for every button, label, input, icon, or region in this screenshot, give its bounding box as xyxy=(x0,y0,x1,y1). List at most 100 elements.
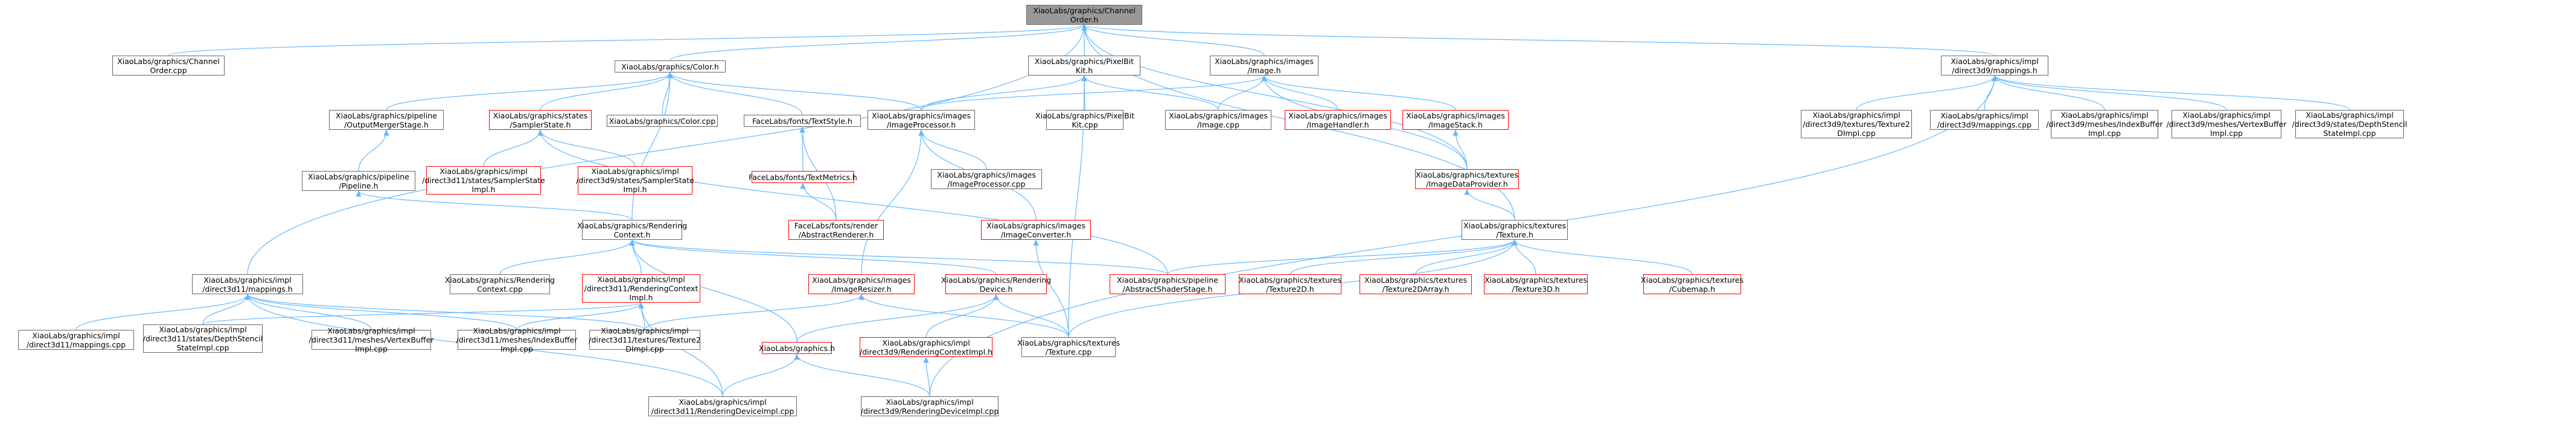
edge-image-to-root xyxy=(1081,24,1265,56)
node-label-line: XiaoLabs/graphics/impl xyxy=(473,326,561,335)
graph-node-d3d11ds[interactable]: XiaoLabs/graphics/impl/direct3d11/states… xyxy=(143,324,263,353)
edge-omstage-to-color xyxy=(386,72,673,111)
node-label-line: XiaoLabs/graphics/impl xyxy=(439,167,528,176)
node-label-line: Order.cpp xyxy=(150,65,187,75)
node-label-line: XiaoLabs/graphics/states xyxy=(493,111,588,120)
graph-node-imgstack[interactable]: XiaoLabs/graphics/images/ImageStack.h xyxy=(1402,110,1509,130)
graph-node-imgconv[interactable]: XiaoLabs/graphics/images/ImageConverter.… xyxy=(981,220,1091,240)
graph-node-d3d9ib[interactable]: XiaoLabs/graphics/impl/direct3d9/meshes/… xyxy=(2046,110,2163,138)
edge-imagecpp-to-pixelbit xyxy=(1081,75,1219,111)
edge-d3d9map-to-root xyxy=(1081,24,1995,56)
node-label-line: XiaoLabs/graphics/images xyxy=(1288,111,1387,120)
node-label-line: Impl.cpp xyxy=(2210,129,2243,138)
node-label-line: XiaoLabs/graphics/Channel xyxy=(1033,5,1136,15)
edge-texcpp-to-imgconv xyxy=(1033,239,1069,338)
graph-node-color[interactable]: XiaoLabs/graphics/Color.h xyxy=(615,60,726,72)
edge-d3d11vb-to-d3d11map xyxy=(244,294,372,330)
edge-abshader-to-texture xyxy=(1167,239,1518,275)
edge-abstractrend-to-textmetrics xyxy=(800,182,837,221)
graph-node-imghandler[interactable]: XiaoLabs/graphics/images/ImageHandler.h xyxy=(1285,110,1391,130)
graph-node-d3d11mapcpp[interactable]: XiaoLabs/graphics/impl/direct3d11/mappin… xyxy=(18,330,134,350)
edge-renddev-to-rendctx xyxy=(629,239,997,275)
node-label-line: XiaoLabs/graphics.h xyxy=(759,343,835,353)
graph-node-tex2d[interactable]: XiaoLabs/graphics/textures/Texture2D.h xyxy=(1239,274,1341,294)
edge-imghandler-to-image xyxy=(1261,75,1338,111)
graph-node-d3d9rdi[interactable]: XiaoLabs/graphics/impl/direct3d9/Renderi… xyxy=(861,396,999,416)
graph-node-d3d11map[interactable]: XiaoLabs/graphics/impl/direct3d11/mappin… xyxy=(192,274,303,294)
edge-texcpp-to-renddev xyxy=(993,294,1069,338)
node-label-line: XiaoLabs/graphics/textures xyxy=(1416,170,1518,179)
edge-abshader-to-rendctx xyxy=(629,239,1168,275)
node-label-line: XiaoLabs/graphics/images xyxy=(872,111,971,120)
graph-node-d3d11rci[interactable]: XiaoLabs/graphics/impl/direct3d11/Render… xyxy=(582,274,700,303)
edge-d3d11tex2d-to-d3d11map xyxy=(244,294,645,330)
graph-node-omstage[interactable]: XiaoLabs/graphics/pipeline/OutputMergerS… xyxy=(329,110,444,130)
graph-node-d3d11rdi[interactable]: XiaoLabs/graphics/impl/direct3d11/Render… xyxy=(648,396,797,416)
graph-node-texcpp[interactable]: XiaoLabs/graphics/textures/Texture.cpp xyxy=(1017,337,1120,357)
graph-node-d3d11ib[interactable]: XiaoLabs/graphics/impl/direct3d11/meshes… xyxy=(456,326,578,353)
edge-graphics-to-rendctx xyxy=(629,239,797,343)
graph-node-d3d9rci[interactable]: XiaoLabs/graphics/impl/direct3d9/Renderi… xyxy=(860,337,992,357)
graph-node-imgdataprov[interactable]: XiaoLabs/graphics/textures/ImageDataProv… xyxy=(1415,169,1519,189)
graph-node-abshader[interactable]: XiaoLabs/graphics/pipeline/AbstractShade… xyxy=(1110,274,1226,294)
graph-node-textstyle[interactable]: FaceLabs/fonts/TextStyle.h xyxy=(744,115,861,127)
edge-color-to-root xyxy=(670,24,1087,61)
graph-node-d3d9vb[interactable]: XiaoLabs/graphics/impl/direct3d9/meshes/… xyxy=(2167,110,2286,138)
node-label-line: XiaoLabs/graphics/impl xyxy=(2306,111,2394,120)
edge-imgdataprov-to-root xyxy=(1081,24,1468,170)
node-label-line: /OutputMergerStage.h xyxy=(344,120,429,129)
graph-node-d3d9mapcpp[interactable]: XiaoLabs/graphics/impl/direct3d9/mapping… xyxy=(1930,110,2039,130)
graph-node-abstractrend[interactable]: FaceLabs/fonts/render/AbstractRenderer.h xyxy=(788,220,884,240)
graph-node-pipeline[interactable]: XiaoLabs/graphics/pipeline/Pipeline.h xyxy=(302,171,415,191)
node-label-line: XiaoLabs/graphics/impl xyxy=(203,275,292,285)
graph-node-d3d9map[interactable]: XiaoLabs/graphics/impl/direct3d9/mapping… xyxy=(1941,56,2048,76)
node-label-line: /direct3d11/meshes/IndexBuffer xyxy=(456,335,578,344)
edge-d3d11tex2d-to-imgresizer xyxy=(644,294,865,330)
edge-d3d11ib-to-d3d11map xyxy=(244,294,517,330)
edge-d3d9vb-to-d3d9map xyxy=(1992,75,2227,111)
node-label-line: Impl.h xyxy=(471,185,496,194)
graph-node-d3d9ds[interactable]: XiaoLabs/graphics/impl/direct3d9/states/… xyxy=(2292,110,2407,138)
graph-node-d3d9tex2d[interactable]: XiaoLabs/graphics/impl/direct3d9/texture… xyxy=(1801,110,1912,138)
node-label-line: XiaoLabs/graphics/Color.h xyxy=(621,62,719,71)
edge-chancpp-to-root xyxy=(168,24,1087,56)
graph-node-cubemap[interactable]: XiaoLabs/graphics/textures/Cubemap.h xyxy=(1641,274,1743,294)
graph-node-sampler[interactable]: XiaoLabs/graphics/states/SamplerState.h xyxy=(489,110,592,130)
graph-node-image[interactable]: XiaoLabs/graphics/images/Image.h xyxy=(1210,56,1318,76)
graph-node-imagecpp[interactable]: XiaoLabs/graphics/images/Image.cpp xyxy=(1165,110,1271,130)
node-label-line: /direct3d11/mappings.cpp xyxy=(26,340,126,349)
graph-node-d3d9ss[interactable]: XiaoLabs/graphics/impl/direct3d9/states/… xyxy=(576,166,694,195)
graph-node-imgproccpp[interactable]: XiaoLabs/graphics/images/ImageProcessor.… xyxy=(931,169,1042,189)
node-label-line: XiaoLabs/graphics/pipeline xyxy=(1117,275,1218,285)
graph-node-texture[interactable]: XiaoLabs/graphics/textures/Texture.h xyxy=(1462,220,1568,240)
node-label-line: XiaoLabs/graphics/Rendering xyxy=(941,275,1052,285)
graph-node-d3d11tex2d[interactable]: XiaoLabs/graphics/impl/direct3d11/textur… xyxy=(589,326,701,353)
node-label-line: /direct3d9/RenderingDeviceImpl.cpp xyxy=(860,406,999,416)
node-label-line: /direct3d11/RenderingContext xyxy=(584,284,698,293)
graph-node-tex2darr[interactable]: XiaoLabs/graphics/textures/Texture2DArra… xyxy=(1360,274,1472,294)
graph-node-textmetrics[interactable]: FaceLabs/fonts/TextMetrics.h xyxy=(749,171,857,183)
graph-node-imgresizer[interactable]: XiaoLabs/graphics/images/ImageResizer.h xyxy=(808,274,915,294)
graph-node-d3d11vb[interactable]: XiaoLabs/graphics/impl/direct3d11/meshes… xyxy=(309,326,434,353)
node-label-line: Order.h xyxy=(1070,14,1099,24)
graph-node-colorcpp[interactable]: XiaoLabs/graphics/Color.cpp xyxy=(607,115,718,127)
node-label-line: /Texture.cpp xyxy=(1045,347,1092,356)
node-label-line: XiaoLabs/graphics/impl xyxy=(159,325,247,334)
node-label-line: Kit.cpp xyxy=(1072,120,1098,129)
node-label-line: XiaoLabs/graphics/pipeline xyxy=(308,172,409,181)
graph-node-imgproc[interactable]: XiaoLabs/graphics/images/ImageProcessor.… xyxy=(868,110,975,130)
node-label-line: /direct3d11/RenderingDeviceImpl.cpp xyxy=(651,406,794,416)
node-label-line: /direct3d11/mappings.h xyxy=(202,284,293,294)
graph-node-graphics[interactable]: XiaoLabs/graphics.h xyxy=(759,342,835,354)
graph-node-d3d11ss[interactable]: XiaoLabs/graphics/impl/direct3d11/states… xyxy=(422,166,545,195)
graph-node-tex3d[interactable]: XiaoLabs/graphics/textures/Texture3D.h xyxy=(1484,274,1588,294)
edge-rendctxcpp-to-rendctx xyxy=(499,239,635,275)
edge-textstyle-to-color xyxy=(667,72,803,115)
